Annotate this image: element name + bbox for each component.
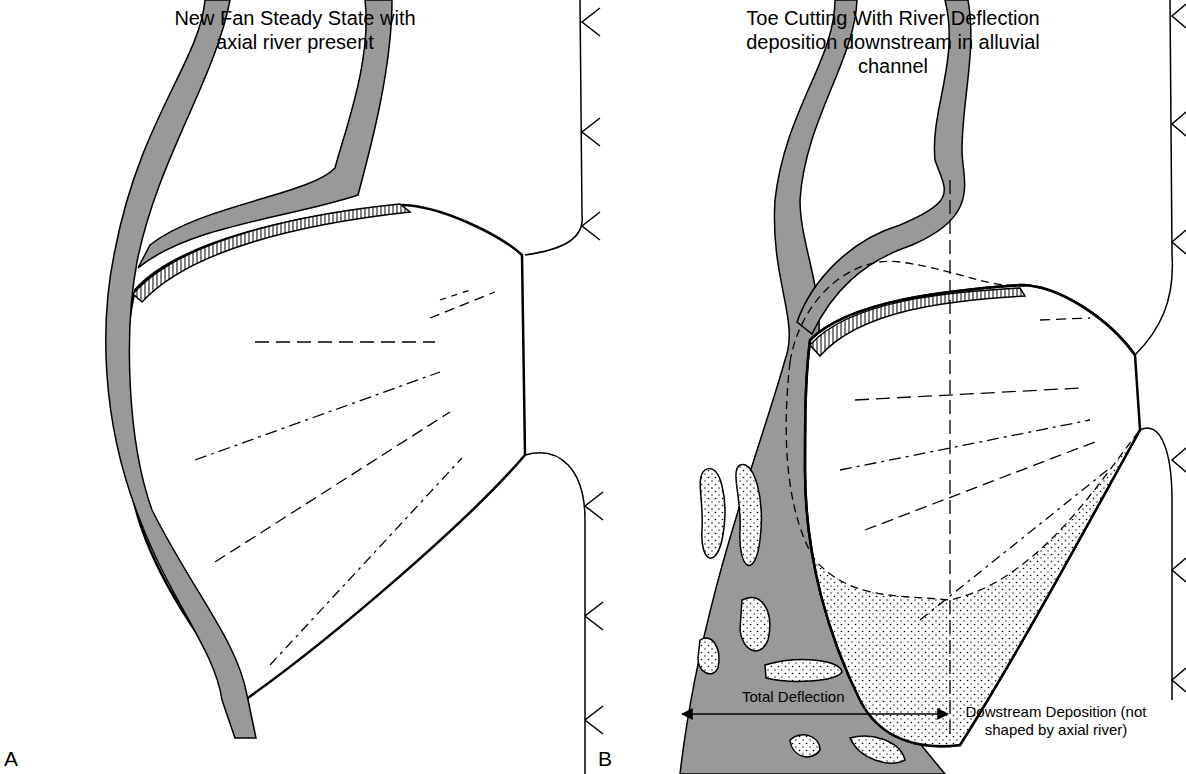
panel-a <box>106 0 603 774</box>
panel-b <box>680 0 1186 774</box>
panel-letter: B <box>598 746 628 771</box>
panel-title: New Fan Steady State with axial river pr… <box>170 6 420 54</box>
panel-title: Toe Cutting With River Deflection deposi… <box>721 6 1066 78</box>
annotation-note: Dowstream Deposition (not shaped by axia… <box>956 703 1156 739</box>
dimension-label: Total Deflection <box>742 688 892 706</box>
panel-letter: A <box>4 746 34 771</box>
